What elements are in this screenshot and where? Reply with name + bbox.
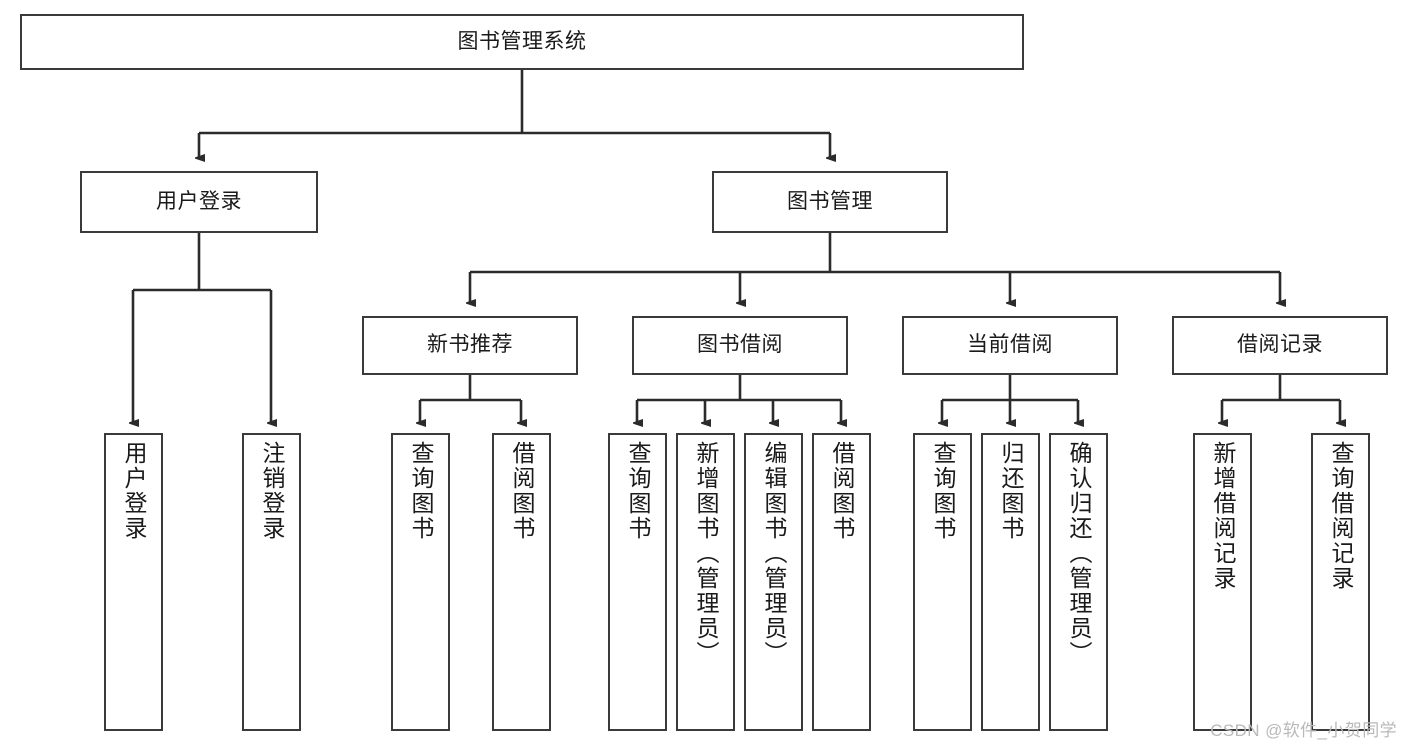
- leaf-borrow-book[interactable]: 借阅图书: [812, 433, 871, 731]
- leaf-add-book-admin[interactable]: 新增图书（管理员）: [676, 433, 735, 731]
- node-label: 借阅图书: [509, 441, 535, 541]
- node-label: 图书借阅: [697, 333, 783, 357]
- node-label: 查询图书: [625, 441, 651, 541]
- node-current-borrow[interactable]: 当前借阅: [902, 316, 1118, 375]
- node-label: 查询图书: [930, 441, 956, 541]
- node-label: 图书管理: [787, 189, 873, 213]
- node-label: 注销登录: [259, 441, 285, 541]
- leaf-logout[interactable]: 注销登录: [242, 433, 301, 731]
- leaf-query-book-current[interactable]: 查询图书: [913, 433, 972, 731]
- leaf-query-book-borrow[interactable]: 查询图书: [608, 433, 667, 731]
- node-label: 新增借阅记录: [1210, 441, 1236, 591]
- node-root-system[interactable]: 图书管理系统: [20, 14, 1024, 70]
- node-label: 图书管理系统: [457, 29, 587, 53]
- node-label: 借阅记录: [1237, 333, 1323, 357]
- node-label: 当前借阅: [967, 333, 1053, 357]
- leaf-add-borrow-record[interactable]: 新增借阅记录: [1193, 433, 1252, 731]
- leaf-user-login[interactable]: 用户登录: [104, 433, 163, 731]
- node-user-login[interactable]: 用户登录: [80, 171, 318, 233]
- node-new-book-recommend[interactable]: 新书推荐: [362, 316, 578, 375]
- node-book-management[interactable]: 图书管理: [712, 171, 948, 233]
- leaf-query-borrow-record[interactable]: 查询借阅记录: [1311, 433, 1370, 731]
- leaf-query-book-recommend[interactable]: 查询图书: [391, 433, 450, 731]
- leaf-edit-book-admin[interactable]: 编辑图书（管理员）: [744, 433, 803, 731]
- node-label: 归还图书: [998, 441, 1024, 541]
- node-book-borrow[interactable]: 图书借阅: [632, 316, 848, 375]
- node-label: 用户登录: [121, 441, 147, 541]
- node-borrow-record[interactable]: 借阅记录: [1172, 316, 1388, 375]
- leaf-confirm-return-admin[interactable]: 确认归还（管理员）: [1049, 433, 1108, 731]
- node-label: 编辑图书（管理员）: [761, 441, 787, 666]
- node-label: 查询图书: [408, 441, 434, 541]
- node-label: 确认归还（管理员）: [1066, 441, 1092, 666]
- node-label: 查询借阅记录: [1328, 441, 1354, 591]
- node-label: 新增图书（管理员）: [693, 441, 719, 666]
- node-label: 借阅图书: [829, 441, 855, 541]
- node-label: 新书推荐: [427, 333, 513, 357]
- leaf-borrow-book-recommend[interactable]: 借阅图书: [492, 433, 551, 731]
- leaf-return-book[interactable]: 归还图书: [981, 433, 1040, 731]
- node-label: 用户登录: [156, 189, 242, 213]
